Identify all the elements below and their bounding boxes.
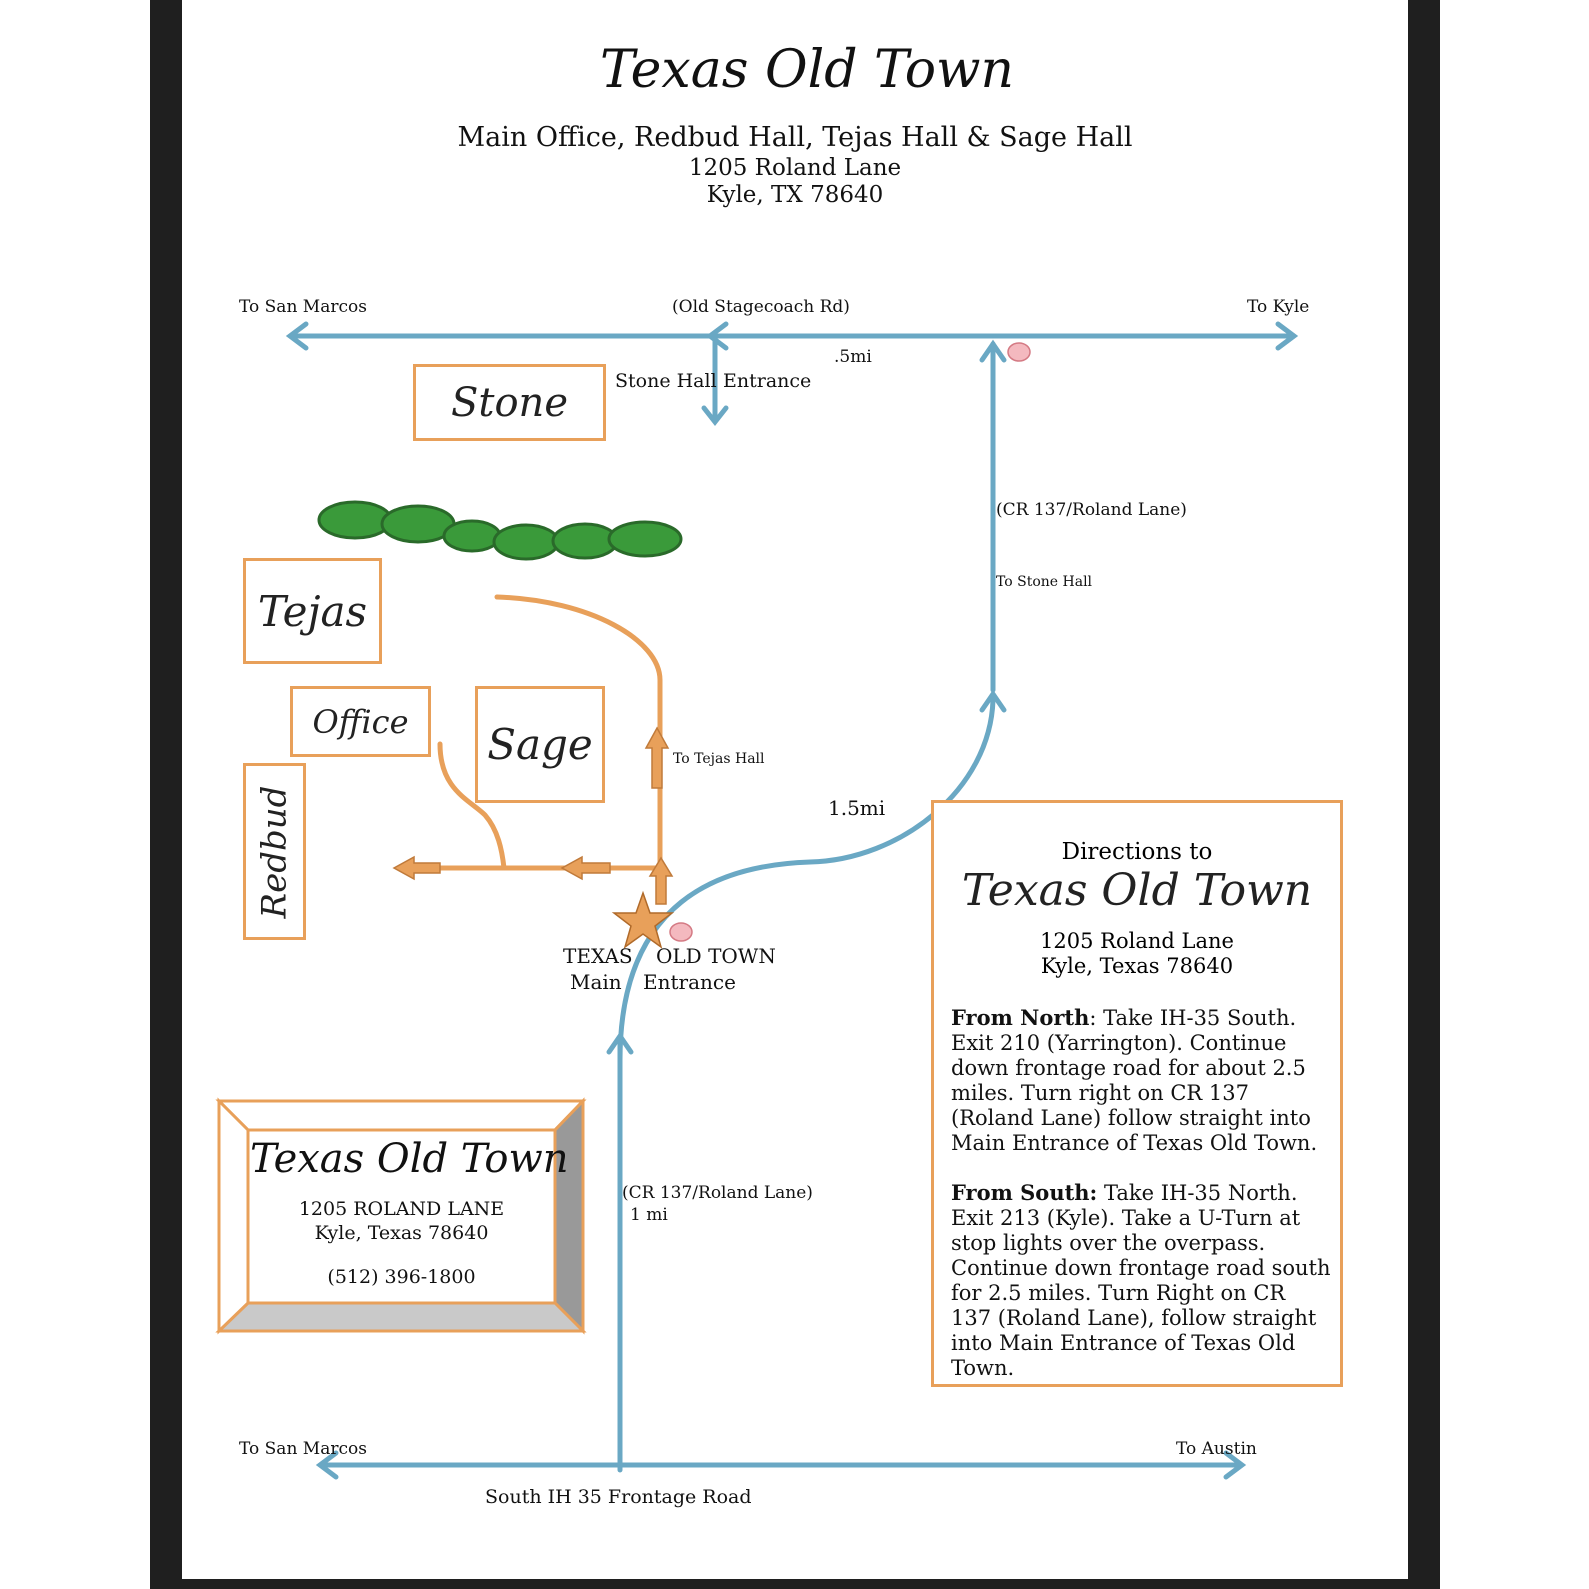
label-cr137-top: (CR 137/Roland Lane) xyxy=(996,500,1187,520)
arrow-east-top xyxy=(1275,321,1299,351)
address-card-frame xyxy=(215,1097,587,1335)
path-to-tejas xyxy=(494,594,663,871)
page-subtitle: Main Office, Redbud Hall, Tejas Hall & S… xyxy=(457,122,1133,153)
directions-address-1: 1205 Roland Lane xyxy=(1040,929,1234,953)
stop-sign-top xyxy=(1007,342,1031,362)
bottom-border xyxy=(150,1579,1440,1589)
building-tejas: Tejas xyxy=(243,558,382,664)
tree-6 xyxy=(607,520,683,558)
arrow-orange-west-mid xyxy=(560,855,611,881)
header-address-1: 1205 Roland Lane xyxy=(688,155,902,181)
tree-3 xyxy=(442,519,502,553)
card-phone: (512) 396-1800 xyxy=(327,1266,476,1288)
from-north-text: : Take IH-35 South. Exit 210 (Yarrington… xyxy=(951,1006,1318,1155)
building-sage-label: Sage xyxy=(487,720,593,769)
directions-title: Texas Old Town xyxy=(961,865,1313,916)
label-to-kyle: To Kyle xyxy=(1247,297,1310,317)
arrow-east-bottom xyxy=(1223,1450,1247,1480)
arrow-north-lower xyxy=(606,1031,634,1055)
label-to-san-marcos-top: To San Marcos xyxy=(239,297,367,317)
tree-1 xyxy=(317,500,393,540)
arrow-orange-north-upper xyxy=(644,726,670,789)
card-line-1: 1205 ROLAND LANE xyxy=(298,1198,505,1220)
directions-heading: Directions to xyxy=(1061,839,1213,865)
building-tejas-label: Tejas xyxy=(257,586,368,636)
arrow-south-stone xyxy=(701,405,729,427)
directions-address-2: Kyle, Texas 78640 xyxy=(1040,954,1234,978)
label-stone-hall: Stone Hall xyxy=(615,370,717,392)
building-stone: Stone xyxy=(413,364,606,441)
directions-box: Directions to Texas Old Town 1205 Roland… xyxy=(931,800,1343,1387)
right-border xyxy=(1408,0,1440,1589)
from-south-text: Take IH-35 North. Exit 213 (Kyle). Take … xyxy=(951,1181,1331,1380)
arrow-orange-north-lower xyxy=(648,856,674,905)
label-stone-entrance: Entrance xyxy=(723,370,812,392)
stop-sign-entrance xyxy=(669,922,693,942)
building-redbud-label: Redbud xyxy=(254,785,295,918)
building-stone-label: Stone xyxy=(451,379,568,426)
main-entrance-star xyxy=(611,890,675,949)
label-to-tejas-hall: To Tejas Hall xyxy=(673,751,765,767)
card-title: Texas Old Town xyxy=(250,1136,569,1182)
page-title: Texas Old Town xyxy=(600,40,1014,100)
label-frontage-road: South IH 35 Frontage Road xyxy=(485,1486,752,1508)
label-main: Main xyxy=(570,970,622,994)
label-entrance: Entrance xyxy=(643,970,736,994)
arrow-west-mid xyxy=(705,321,729,351)
label-texas: TEXAS xyxy=(563,944,633,968)
arrow-orange-west-end xyxy=(392,855,441,881)
label-old-town: OLD TOWN xyxy=(656,944,776,968)
card-line-2: Kyle, Texas 78640 xyxy=(314,1222,489,1244)
label-one-mile: 1 mi xyxy=(630,1205,668,1225)
arrow-west-bottom xyxy=(315,1450,339,1480)
from-north-label: From North xyxy=(951,1005,1090,1030)
label-one-half-mile: 1.5mi xyxy=(828,796,886,820)
label-to-stone-hall: To Stone Hall xyxy=(996,574,1093,590)
directions-from-north: From North: Take IH-35 South. Exit 210 (… xyxy=(951,1005,1331,1156)
label-to-san-marcos-bottom: To San Marcos xyxy=(239,1439,367,1459)
directions-from-south: From South: Take IH-35 North. Exit 213 (… xyxy=(951,1180,1331,1381)
tree-5 xyxy=(551,522,619,560)
building-sage: Sage xyxy=(475,686,605,803)
header-address-2: Kyle, TX 78640 xyxy=(706,182,884,208)
arrow-north-curve xyxy=(979,689,1007,713)
label-to-austin: To Austin xyxy=(1176,1439,1257,1459)
arrow-north-cr137 xyxy=(979,339,1007,363)
building-office-label: Office xyxy=(312,702,409,741)
building-office: Office xyxy=(290,686,431,757)
arrow-west-top xyxy=(285,321,309,351)
label-half-mile: .5mi xyxy=(834,347,872,367)
label-cr137-bottom: (CR 137/Roland Lane) xyxy=(622,1183,813,1203)
cr137-curve-road xyxy=(617,697,996,1063)
path-office-branch xyxy=(437,741,507,871)
tree-4 xyxy=(492,523,560,561)
left-border xyxy=(150,0,182,1589)
from-south-label: From South: xyxy=(951,1180,1098,1205)
building-redbud: Redbud xyxy=(243,763,306,940)
label-old-stagecoach: (Old Stagecoach Rd) xyxy=(672,297,850,317)
